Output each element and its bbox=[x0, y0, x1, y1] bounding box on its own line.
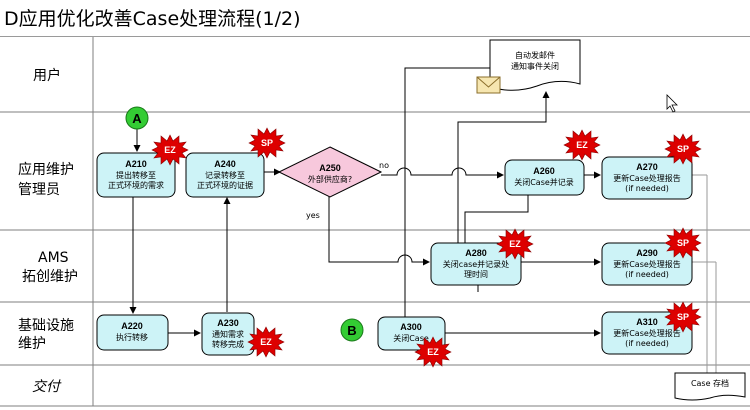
process-a280-line1: 关闭case并记录处 bbox=[443, 259, 509, 269]
connector-b: B bbox=[340, 318, 364, 342]
sp-badge-a240-label: SP bbox=[261, 138, 273, 148]
sp-badge-a270: SP bbox=[664, 133, 702, 165]
lane-label-maintainer-line2: 管理员 bbox=[18, 182, 60, 198]
process-a230: A230 通知需求 转移完成 bbox=[201, 312, 255, 356]
ez-badge-a280: EZ bbox=[496, 228, 534, 260]
process-a280: A280 关闭case并记录处 理时间 bbox=[430, 242, 522, 286]
process-a260-line1: 关闭Case并记录 bbox=[514, 177, 574, 187]
sp-badge-a270-label: SP bbox=[677, 144, 689, 154]
lane-label-deliverable: 交付 bbox=[32, 379, 62, 395]
lane-label-user: 用户 bbox=[33, 67, 61, 84]
process-a220: A220 执行转移 bbox=[96, 314, 169, 351]
ez-badge-a210-label: EZ bbox=[164, 145, 176, 155]
sp-badge-a310-label: SP bbox=[677, 312, 689, 322]
decision-yes-label: yes bbox=[306, 211, 320, 220]
notification-text-line2: 通知事件关闭 bbox=[511, 61, 559, 71]
lane-label-infra-line2: 维护 bbox=[18, 336, 46, 352]
envelope-icon bbox=[476, 76, 501, 94]
process-a310-line1: 更新Case处理报告 bbox=[613, 328, 681, 338]
process-a210-id: A210 bbox=[125, 159, 147, 169]
process-a280-line2: 理时间 bbox=[464, 269, 488, 279]
process-a270: A270 更新Case处理报告 (if needed) bbox=[601, 156, 693, 200]
process-a210-line2: 正式环境的需求 bbox=[108, 180, 164, 190]
decision-a250-text: 外部供应商? bbox=[308, 174, 352, 184]
lane-label-ams-line1: AMS bbox=[38, 250, 69, 266]
process-a230-line2: 转移完成 bbox=[212, 339, 244, 349]
flow-lines bbox=[129, 67, 601, 337]
process-a290-id: A290 bbox=[636, 248, 658, 258]
process-a220-line1: 执行转移 bbox=[116, 332, 148, 342]
swimlane-grid bbox=[0, 37, 750, 407]
process-a300-id: A300 bbox=[400, 322, 422, 332]
sp-badge-a310: SP bbox=[664, 301, 702, 333]
ez-badge-a260: EZ bbox=[563, 129, 601, 161]
ez-badge-a230-label: EZ bbox=[260, 337, 272, 347]
process-a230-id: A230 bbox=[217, 318, 239, 328]
sp-badge-a240: SP bbox=[248, 127, 286, 159]
process-a290: A290 更新Case处理报告 (if needed) bbox=[601, 242, 693, 286]
notification-text-line1: 自动发邮件 bbox=[515, 50, 555, 60]
connector-a: A bbox=[125, 106, 149, 130]
process-a300-line1: 关闭Case bbox=[393, 333, 429, 343]
process-a260-id: A260 bbox=[533, 166, 555, 176]
process-a240-line1: 记录转移至 bbox=[205, 170, 245, 180]
process-a280-id: A280 bbox=[465, 248, 487, 258]
sp-badge-a290: SP bbox=[664, 227, 702, 259]
ez-badge-a260-label: EZ bbox=[576, 140, 588, 150]
ez-badge-a300: EZ bbox=[414, 336, 452, 368]
archive-label: Case 存档 bbox=[691, 378, 729, 388]
archive-document: Case 存档 bbox=[674, 372, 746, 401]
process-a310-id: A310 bbox=[636, 317, 658, 327]
title-bar: D应用优化改善Case处理流程(1/2) bbox=[0, 0, 750, 37]
process-a310-line2: (if needed) bbox=[625, 339, 669, 348]
sp-badge-a290-label: SP bbox=[677, 238, 689, 248]
page-title: D应用优化改善Case处理流程(1/2) bbox=[4, 8, 301, 30]
process-a270-line1: 更新Case处理报告 bbox=[613, 173, 681, 183]
process-a290-line2: (if needed) bbox=[625, 270, 669, 279]
process-a290-line1: 更新Case处理报告 bbox=[613, 259, 681, 269]
process-a240-line2: 正式环境的证据 bbox=[197, 180, 253, 190]
ez-badge-a280-label: EZ bbox=[509, 239, 521, 249]
mouse-pointer-icon bbox=[666, 94, 678, 113]
archive-lines bbox=[692, 174, 717, 373]
process-a220-id: A220 bbox=[121, 321, 143, 331]
decision-a250: A250 外部供应商? bbox=[277, 146, 383, 198]
lane-label-maintainer-line1: 应用维护 bbox=[18, 161, 74, 178]
ez-badge-a300-label: EZ bbox=[427, 347, 439, 357]
lane-label-infra-line1: 基础设施 bbox=[18, 317, 74, 334]
process-a240: A240 记录转移至 正式环境的证据 bbox=[185, 152, 265, 198]
ez-badge-a210: EZ bbox=[151, 134, 189, 166]
email-notification-document: 自动发邮件 通知事件关闭 bbox=[489, 39, 581, 91]
process-a210: A210 提出转移至 正式环境的需求 bbox=[96, 152, 176, 198]
process-a270-id: A270 bbox=[636, 162, 658, 172]
ez-badge-a230: EZ bbox=[247, 326, 285, 358]
decision-no-label: no bbox=[379, 161, 389, 170]
process-a260: A260 关闭Case并记录 bbox=[504, 159, 585, 196]
process-a270-line2: (if needed) bbox=[625, 184, 669, 193]
process-a210-line1: 提出转移至 bbox=[116, 170, 156, 180]
process-a240-id: A240 bbox=[214, 159, 236, 169]
lane-label-ams-line2: 拓创维护 bbox=[22, 269, 78, 285]
process-a230-line1: 通知需求 bbox=[212, 329, 244, 339]
connector-b-label: B bbox=[347, 323, 356, 338]
connector-a-label: A bbox=[132, 111, 142, 126]
decision-a250-id: A250 bbox=[319, 163, 341, 173]
